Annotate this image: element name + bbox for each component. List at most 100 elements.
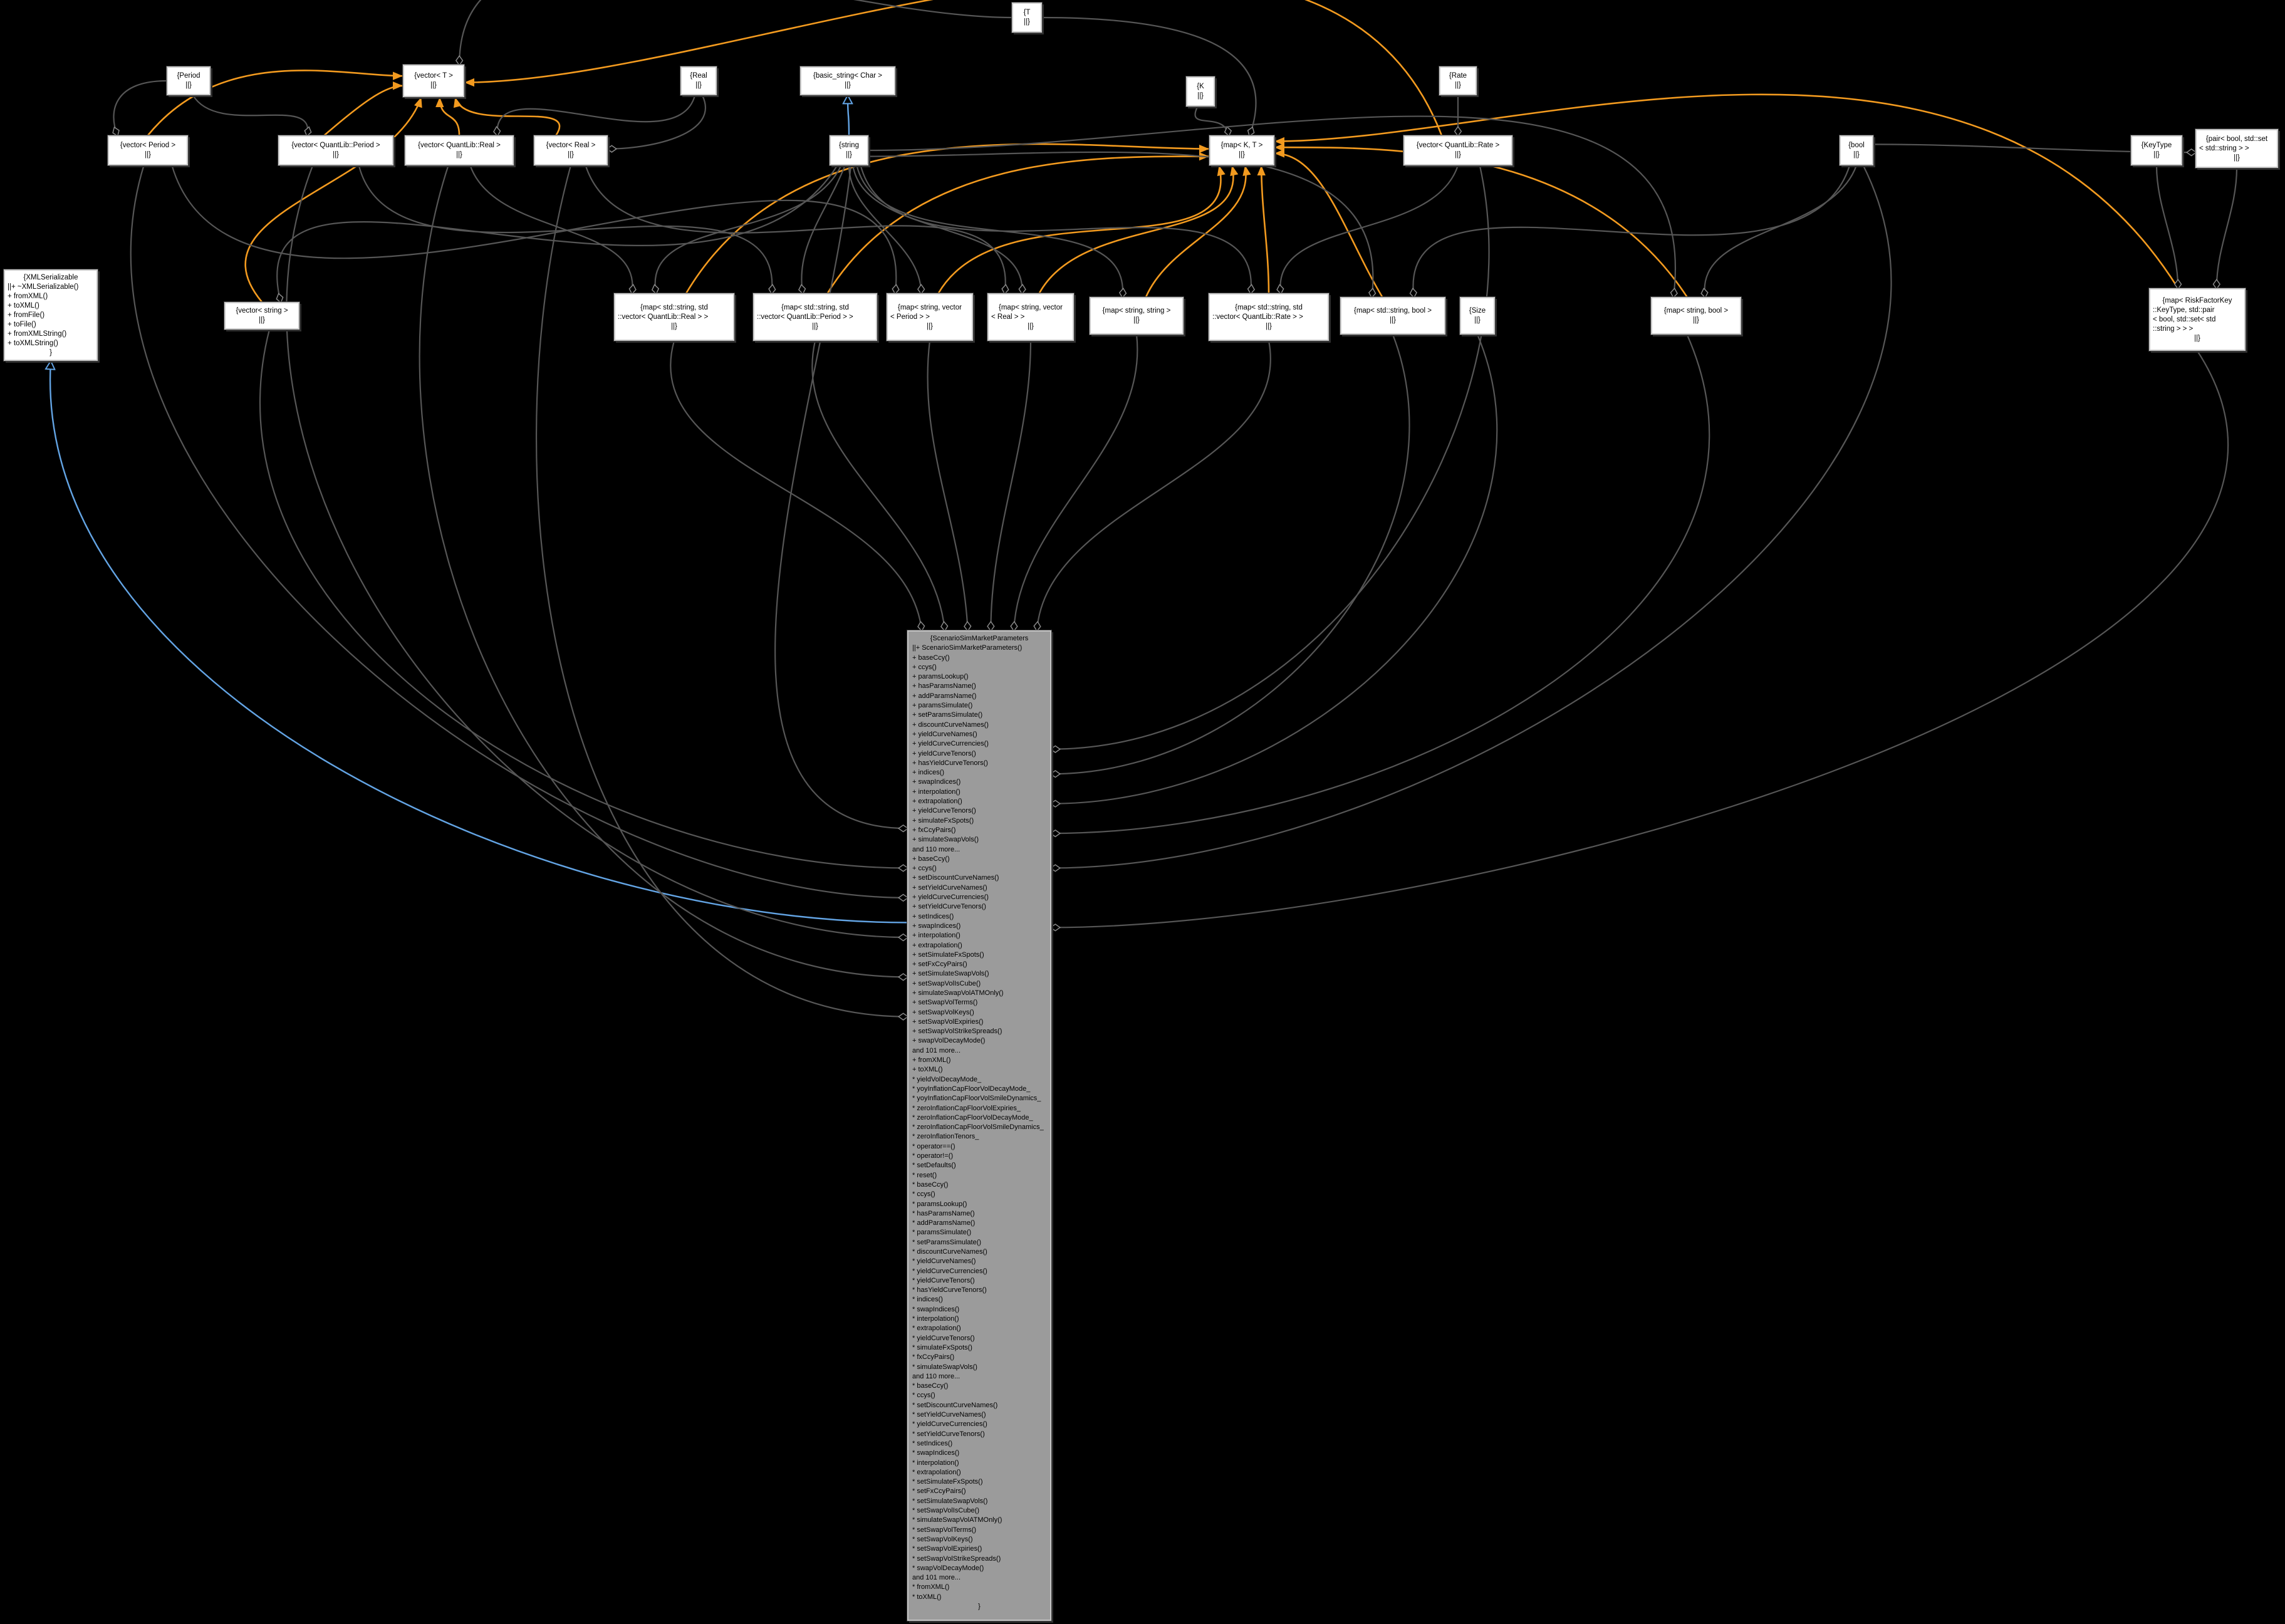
class-node-mapStrVecQLReal[interactable]: {map< std::string, std::vector< QuantLib… xyxy=(613,293,735,341)
node-label-line: + extrapolation() xyxy=(912,798,962,806)
node-label-line: * operator==() xyxy=(912,1142,955,1150)
edge-vecReal-to-vectorT xyxy=(454,96,561,136)
edge-Real-to-vecReal xyxy=(608,95,707,149)
node-label-line: {bool xyxy=(1848,142,1865,149)
class-node-mapStrBool[interactable]: {map< std::string, bool >||} xyxy=(1340,296,1446,335)
node-label-line: ||} xyxy=(185,81,192,89)
class-node-basicString[interactable]: {basic_string< Char >||} xyxy=(799,66,896,96)
node-label-line: ||} xyxy=(1028,322,1034,330)
node-label-line: and 101 more... xyxy=(912,1046,961,1054)
edge-vecQLReal-to-vectorT xyxy=(435,96,461,136)
class-node-vecQLPeriod[interactable]: {vector< QuantLib::Period >||} xyxy=(278,135,394,166)
class-node-T[interactable]: {T||} xyxy=(1011,2,1043,33)
edge-mapStrVecQLRate-to-mapKT xyxy=(1257,165,1270,294)
node-label-line: + yieldCurveTenors() xyxy=(912,807,976,815)
node-label-line: + swapVolDecayMode() xyxy=(912,1037,986,1045)
edge-vecQLRate-to-central xyxy=(1051,165,1490,749)
edge-string-to-mapStrVecQLReal xyxy=(655,165,842,293)
node-label-line: ||+ ~XMLSerializable() xyxy=(8,283,79,291)
class-node-string[interactable]: {string||} xyxy=(829,135,869,166)
node-label-line: + swapIndices() xyxy=(912,778,961,786)
class-node-Real[interactable]: {Real||} xyxy=(680,66,717,96)
class-node-bool[interactable]: {bool||} xyxy=(1839,135,1874,166)
node-label-line: + toXML() xyxy=(912,1066,943,1074)
node-label-line: {map< K, T > xyxy=(1221,142,1263,149)
node-label-line: and 101 more... xyxy=(912,1574,961,1582)
edge-string-to-mapStrVecQLRate xyxy=(860,165,1251,293)
node-label-line: ||} xyxy=(1390,316,1396,324)
node-label-line: + setYieldCurveTenors() xyxy=(912,903,986,911)
node-label-line: + indices() xyxy=(912,769,945,777)
node-label-line: {basic_string< Char > xyxy=(813,72,882,80)
node-label-line: ||} xyxy=(846,151,852,159)
node-label-line: {vector< string > xyxy=(236,307,288,315)
node-label-line: ||+ ScenarioSimMarketParameters() xyxy=(912,644,1023,652)
node-label-line: + paramsLookup() xyxy=(912,673,969,681)
node-label-line: ||} xyxy=(2234,154,2240,162)
class-node-mapStringBool[interactable]: {map< string, bool >||} xyxy=(1650,296,1742,335)
node-label-line: ||} xyxy=(1239,151,1245,159)
node-label-line: {Size xyxy=(1469,307,1486,315)
class-node-vecString[interactable]: {vector< string >||} xyxy=(224,301,300,330)
edge-Period-to-vecQLPeriod xyxy=(192,95,308,135)
class-node-keyType[interactable]: {KeyType||} xyxy=(2130,135,2183,166)
edge-vecPeriod-to-mapStrVecPeriod xyxy=(171,165,896,293)
class-node-size[interactable]: {Size||} xyxy=(1459,296,1496,335)
edge-bool-to-mapStrBool xyxy=(1413,165,1851,297)
node-label-line: ||} xyxy=(812,322,818,330)
edge-mapStrVecReal-to-central xyxy=(991,340,1032,630)
class-node-vecQLReal[interactable]: {vector< QuantLib::Real >||} xyxy=(404,135,514,166)
class-node-vecQLRate[interactable]: {vector< QuantLib::Rate >||} xyxy=(1403,135,1513,166)
class-node-mapStrVecQLPeriod[interactable]: {map< std::string, std::vector< QuantLib… xyxy=(752,293,878,341)
node-label-line: * swapVolDecayMode() xyxy=(912,1564,984,1572)
class-node-mapStrVecQLRate[interactable]: {map< std::string, std::vector< QuantLib… xyxy=(1208,293,1330,341)
node-label-line: {XMLSerializable xyxy=(23,273,78,281)
node-label-line: * fromXML() xyxy=(912,1583,950,1591)
class-node-central[interactable]: {ScenarioSimMarketParameters||+ Scenario… xyxy=(907,630,1052,1621)
node-label-line: + fromXML() xyxy=(912,1056,951,1064)
node-label-line: + setFxCcyPairs() xyxy=(912,960,967,969)
node-label-line: * interpolation() xyxy=(912,1459,959,1467)
class-node-Period[interactable]: {Period||} xyxy=(166,66,211,96)
class-node-vecReal[interactable]: {vector< Real >||} xyxy=(533,135,608,166)
node-label-line: * baseCcy() xyxy=(912,1382,949,1390)
class-node-mapStrStr[interactable]: {map< string, string >||} xyxy=(1089,296,1184,335)
node-label-line: * zeroInflationCapFloorVolDecayMode_ xyxy=(912,1113,1033,1122)
class-node-K[interactable]: {K||} xyxy=(1185,76,1215,107)
node-label-line: + setParamsSimulate() xyxy=(912,711,983,719)
node-label-line: + fromFile() xyxy=(8,311,45,319)
class-node-vecPeriod[interactable]: {vector< Period >||} xyxy=(107,135,189,166)
class-node-pairBoolSet[interactable]: {pair< bool, std::set< std::string > >||… xyxy=(2195,128,2279,169)
node-label-line: + interpolation() xyxy=(912,932,960,940)
node-label-line: {map< std::string, bool > xyxy=(1353,307,1432,315)
class-node-vectorT[interactable]: {vector< T >||} xyxy=(402,64,465,98)
edge-central-to-xmlSer xyxy=(50,361,908,924)
edge-vecQLReal-to-mapStrVecQLReal xyxy=(469,165,632,293)
class-node-Rate[interactable]: {Rate||} xyxy=(1439,66,1477,96)
node-label-line: + discountCurveNames() xyxy=(912,721,989,729)
node-label-line: ||} xyxy=(456,151,462,159)
node-label-line: * operator!=() xyxy=(912,1152,954,1160)
class-node-mapRFK[interactable]: {map< RiskFactorKey::KeyType, std::pair<… xyxy=(2148,288,2246,351)
node-label-line: ||} xyxy=(1455,81,1461,89)
edge-mapStrStr-to-central xyxy=(1014,334,1138,630)
node-label-line: + yieldCurveCurrencies() xyxy=(912,893,989,902)
node-label-line: ::string > > > xyxy=(2153,325,2194,333)
node-label-line: + toXMLString() xyxy=(8,339,58,347)
node-label-line: {K xyxy=(1197,83,1204,90)
class-node-mapKT[interactable]: {map< K, T > ||} xyxy=(1209,135,1275,166)
edge-vecPeriod-to-vectorT xyxy=(147,70,403,136)
class-node-mapStrVecReal[interactable]: {map< string, vector< Real > >||} xyxy=(987,293,1075,341)
class-node-xmlSer[interactable]: {XMLSerializable ||+ ~XMLSerializable() + … xyxy=(3,269,98,362)
edge-string-to-mapStrVecPeriod xyxy=(848,165,921,293)
edge-vecString-to-central xyxy=(259,329,907,868)
class-node-mapStrVecPeriod[interactable]: {map< string, vector< Period > >||} xyxy=(886,293,974,341)
edge-string-to-mapStrVecReal xyxy=(852,165,1022,293)
node-label-line: * baseCcy() xyxy=(912,1180,949,1189)
node-label-line: {T xyxy=(1023,9,1031,16)
node-label-line: * yoyInflationCapFloorVolDecayMode_ xyxy=(912,1085,1031,1093)
node-label-line: + simulateSwapVolATMOnly() xyxy=(912,989,1004,997)
node-label-line: * extrapolation() xyxy=(912,1468,961,1476)
edge-vecQLPeriod-to-vectorT xyxy=(323,81,403,136)
